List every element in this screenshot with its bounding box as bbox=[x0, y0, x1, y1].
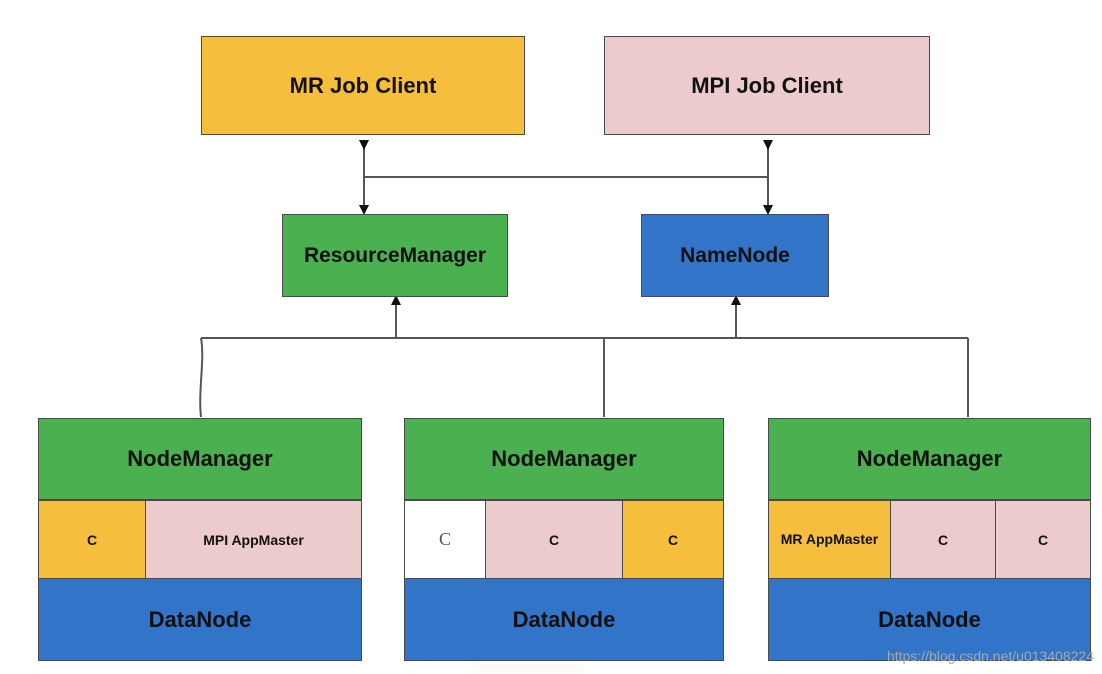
node-manager-label: NodeManager bbox=[856, 446, 1003, 471]
container-label: C bbox=[548, 531, 560, 548]
container-label: C bbox=[667, 531, 679, 548]
mpi-appmaster-box: MPI AppMaster bbox=[145, 500, 362, 579]
mpi-appmaster-label: MPI AppMaster bbox=[203, 531, 304, 548]
mpi-job-client-box: MPI Job Client bbox=[604, 36, 930, 135]
container-label: C bbox=[86, 531, 98, 548]
container-label: C bbox=[1037, 531, 1049, 548]
datanode-label: DataNode bbox=[148, 606, 252, 632]
mpi-job-client-label: MPI Job Client bbox=[691, 72, 843, 98]
datanode-box: DataNode bbox=[768, 578, 1091, 661]
namenode-box: NameNode bbox=[641, 214, 829, 297]
datanode-label: DataNode bbox=[878, 606, 981, 632]
datanode-box: DataNode bbox=[38, 578, 362, 661]
container-box: C bbox=[404, 500, 486, 579]
node-manager-box: NodeManager bbox=[768, 418, 1091, 500]
datanode-box: DataNode bbox=[404, 578, 724, 661]
container-box: C bbox=[890, 500, 996, 579]
resource-manager-label: ResourceManager bbox=[303, 243, 487, 267]
node-manager-box: NodeManager bbox=[38, 418, 362, 500]
namenode-label: NameNode bbox=[680, 243, 790, 267]
container-box: C bbox=[622, 500, 724, 579]
node1-connector bbox=[199, 337, 204, 418]
watermark-text: https://blog.csdn.net/u013408224 bbox=[886, 648, 1094, 664]
node-manager-label: NodeManager bbox=[491, 446, 637, 471]
mr-appmaster-box: MR AppMaster bbox=[768, 500, 891, 579]
mr-appmaster-label: MR AppMaster bbox=[780, 531, 879, 548]
container-box: C bbox=[38, 500, 146, 579]
node-manager-box: NodeManager bbox=[404, 418, 724, 500]
node-manager-label: NodeManager bbox=[127, 446, 273, 471]
mr-job-client-box: MR Job Client bbox=[201, 36, 525, 135]
resource-manager-box: ResourceManager bbox=[282, 214, 508, 297]
container-label: C bbox=[438, 529, 451, 549]
container-label: C bbox=[937, 531, 949, 548]
container-box: C bbox=[485, 500, 623, 579]
datanode-label: DataNode bbox=[512, 606, 616, 632]
container-box: C bbox=[995, 500, 1091, 579]
mr-job-client-label: MR Job Client bbox=[289, 72, 437, 98]
